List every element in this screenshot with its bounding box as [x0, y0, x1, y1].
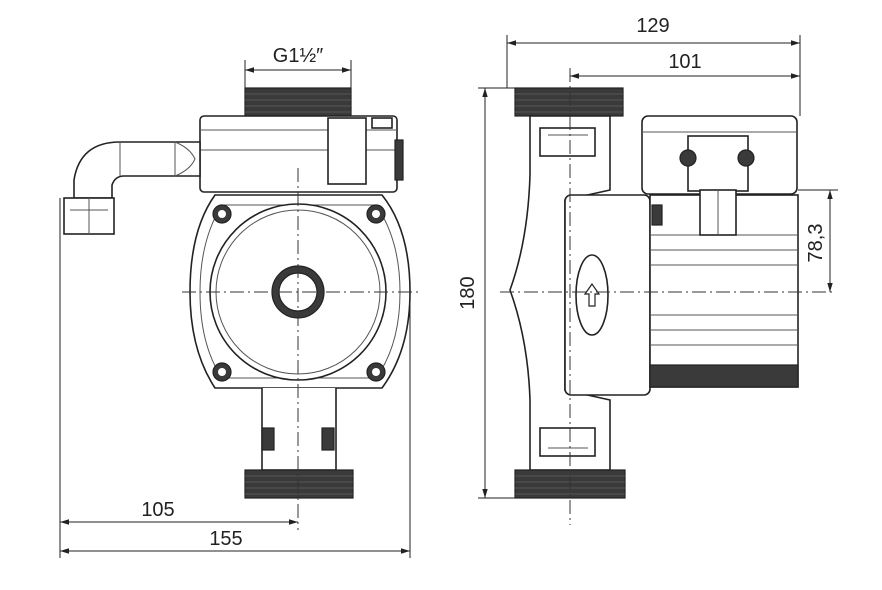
center-width-label: 105: [141, 499, 174, 521]
motor-depth-label: 101: [668, 51, 701, 73]
dimension-lines: [59, 35, 838, 558]
height-label: 180: [457, 276, 479, 309]
cable-elbow: [73, 141, 201, 199]
cable-connector: [687, 135, 749, 192]
thread-dimension-label: G1½″: [273, 45, 323, 67]
overall-width-label: 155: [209, 528, 242, 550]
pipe-body: [509, 115, 611, 471]
overall-depth-label: 129: [636, 15, 669, 37]
bottom-connection-nut: [244, 469, 354, 499]
front-view: [63, 87, 420, 530]
side-top-nut: [514, 87, 624, 117]
top-connection-nut: [244, 87, 352, 117]
terminal-cover: [327, 117, 367, 185]
side-view: [500, 68, 835, 525]
offset-height-label: 78,3: [805, 224, 827, 263]
